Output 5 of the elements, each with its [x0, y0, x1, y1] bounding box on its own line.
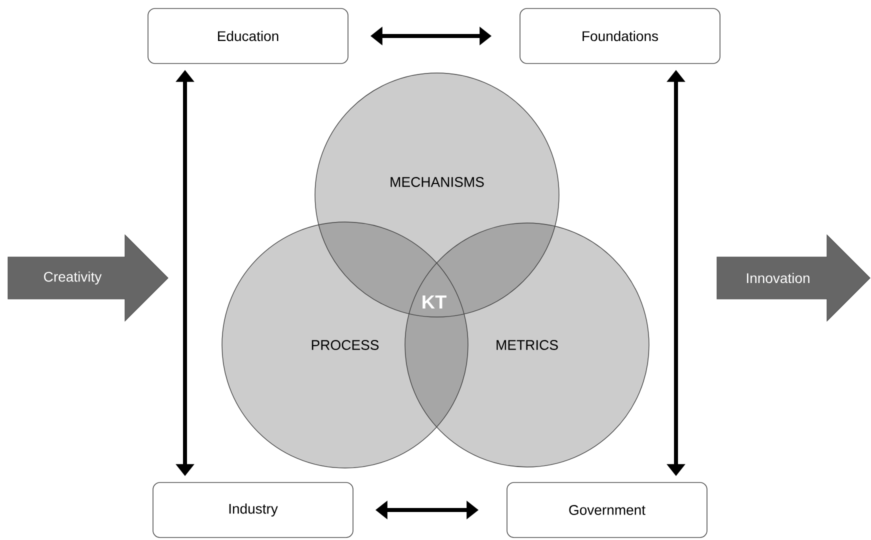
rounded-box: Education — [148, 8, 348, 64]
rounded-box: Industry — [152, 482, 354, 538]
intersection-label: KT — [422, 295, 446, 309]
rounded-box: Foundations — [520, 8, 720, 64]
rounded-box: Government — [506, 482, 708, 538]
